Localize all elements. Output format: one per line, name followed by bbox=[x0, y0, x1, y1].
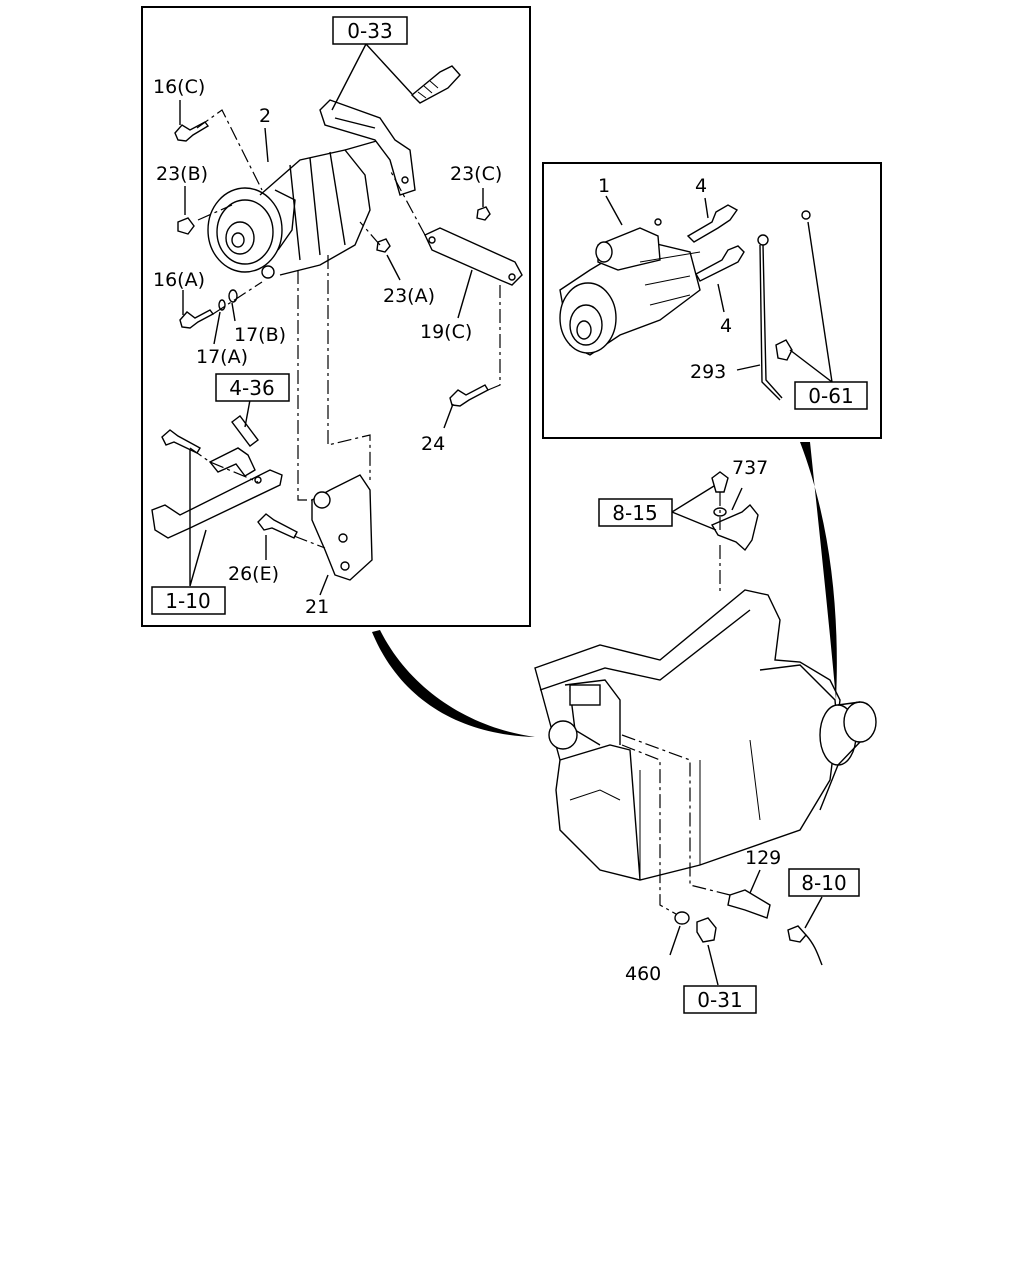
ref-box-4-36: 4-36 bbox=[215, 373, 290, 402]
bracket-1-10 bbox=[151, 469, 283, 539]
nut-23b bbox=[177, 217, 195, 235]
ref-8-15: 8-15 bbox=[612, 501, 657, 525]
callout-4-top: 4 bbox=[695, 175, 707, 197]
plug-460-0-31 bbox=[621, 744, 719, 986]
callout-26e: 26(E) bbox=[228, 563, 279, 585]
leader-lines-panel bbox=[189, 109, 501, 549]
mount-bracket-21 bbox=[311, 474, 373, 581]
callout-labels: 16(C) 2 23(B) 23(C) 16(A) 23(A) 17(B) 17… bbox=[153, 76, 781, 985]
starter-detail-panel bbox=[542, 162, 882, 439]
callout-460: 460 bbox=[625, 963, 661, 985]
nut-23a bbox=[376, 238, 391, 253]
battery-cable-293 bbox=[757, 210, 811, 401]
callout-23b: 23(B) bbox=[156, 163, 208, 185]
callout-2: 2 bbox=[259, 105, 271, 127]
callout-4-bottom: 4 bbox=[720, 315, 732, 337]
callout-737: 737 bbox=[732, 457, 768, 479]
pointer-arrows bbox=[372, 442, 837, 737]
ref-box-8-10: 8-10 bbox=[788, 868, 860, 897]
ref-box-8-15: 8-15 bbox=[598, 498, 673, 527]
ref-box-1-10: 1-10 bbox=[151, 586, 226, 615]
ref-0-31: 0-31 bbox=[697, 988, 742, 1012]
ref-0-33: 0-33 bbox=[347, 19, 392, 43]
brace-19c bbox=[424, 227, 523, 286]
ref-box-0-31: 0-31 bbox=[683, 985, 757, 1014]
bolt-0-33 bbox=[410, 65, 461, 104]
bolt-26e bbox=[257, 513, 298, 539]
callout-293: 293 bbox=[690, 361, 726, 383]
sensor-129 bbox=[621, 734, 823, 966]
ref-4-36: 4-36 bbox=[229, 376, 274, 400]
ref-box-0-61: 0-61 bbox=[794, 381, 868, 410]
nut-23c bbox=[476, 206, 491, 221]
ref-0-61: 0-61 bbox=[808, 384, 853, 408]
callout-21: 21 bbox=[305, 596, 329, 618]
alternator bbox=[207, 139, 396, 279]
callout-1: 1 bbox=[598, 175, 610, 197]
callout-23a: 23(A) bbox=[383, 285, 435, 307]
bracket-4-36 bbox=[161, 415, 259, 477]
callout-16c: 16(C) bbox=[153, 76, 205, 98]
bolt-16a bbox=[179, 289, 238, 329]
bolt-24 bbox=[449, 384, 489, 407]
starter-bolts bbox=[686, 204, 745, 282]
callout-24: 24 bbox=[421, 433, 445, 455]
starter-motor bbox=[559, 218, 701, 356]
bracket-737 bbox=[671, 471, 759, 595]
callout-129: 129 bbox=[745, 847, 781, 869]
callout-19c: 19(C) bbox=[420, 321, 472, 343]
reference-boxes: 0-33 4-36 1-10 0-61 8-15 8-10 0-31 bbox=[151, 16, 868, 1014]
adjust-bracket bbox=[319, 99, 416, 196]
ref-box-0-33: 0-33 bbox=[332, 16, 408, 45]
ref-8-10: 8-10 bbox=[801, 871, 846, 895]
callout-23c: 23(C) bbox=[450, 163, 502, 185]
ref-1-10: 1-10 bbox=[165, 589, 210, 613]
callout-17b: 17(B) bbox=[234, 324, 286, 346]
callout-16a: 16(A) bbox=[153, 269, 205, 291]
engine-block bbox=[534, 589, 877, 881]
callout-17a: 17(A) bbox=[196, 346, 248, 368]
label-leaders-panel bbox=[179, 43, 484, 596]
alternator-detail-panel bbox=[141, 6, 531, 627]
label-leaders-starter bbox=[605, 195, 833, 383]
